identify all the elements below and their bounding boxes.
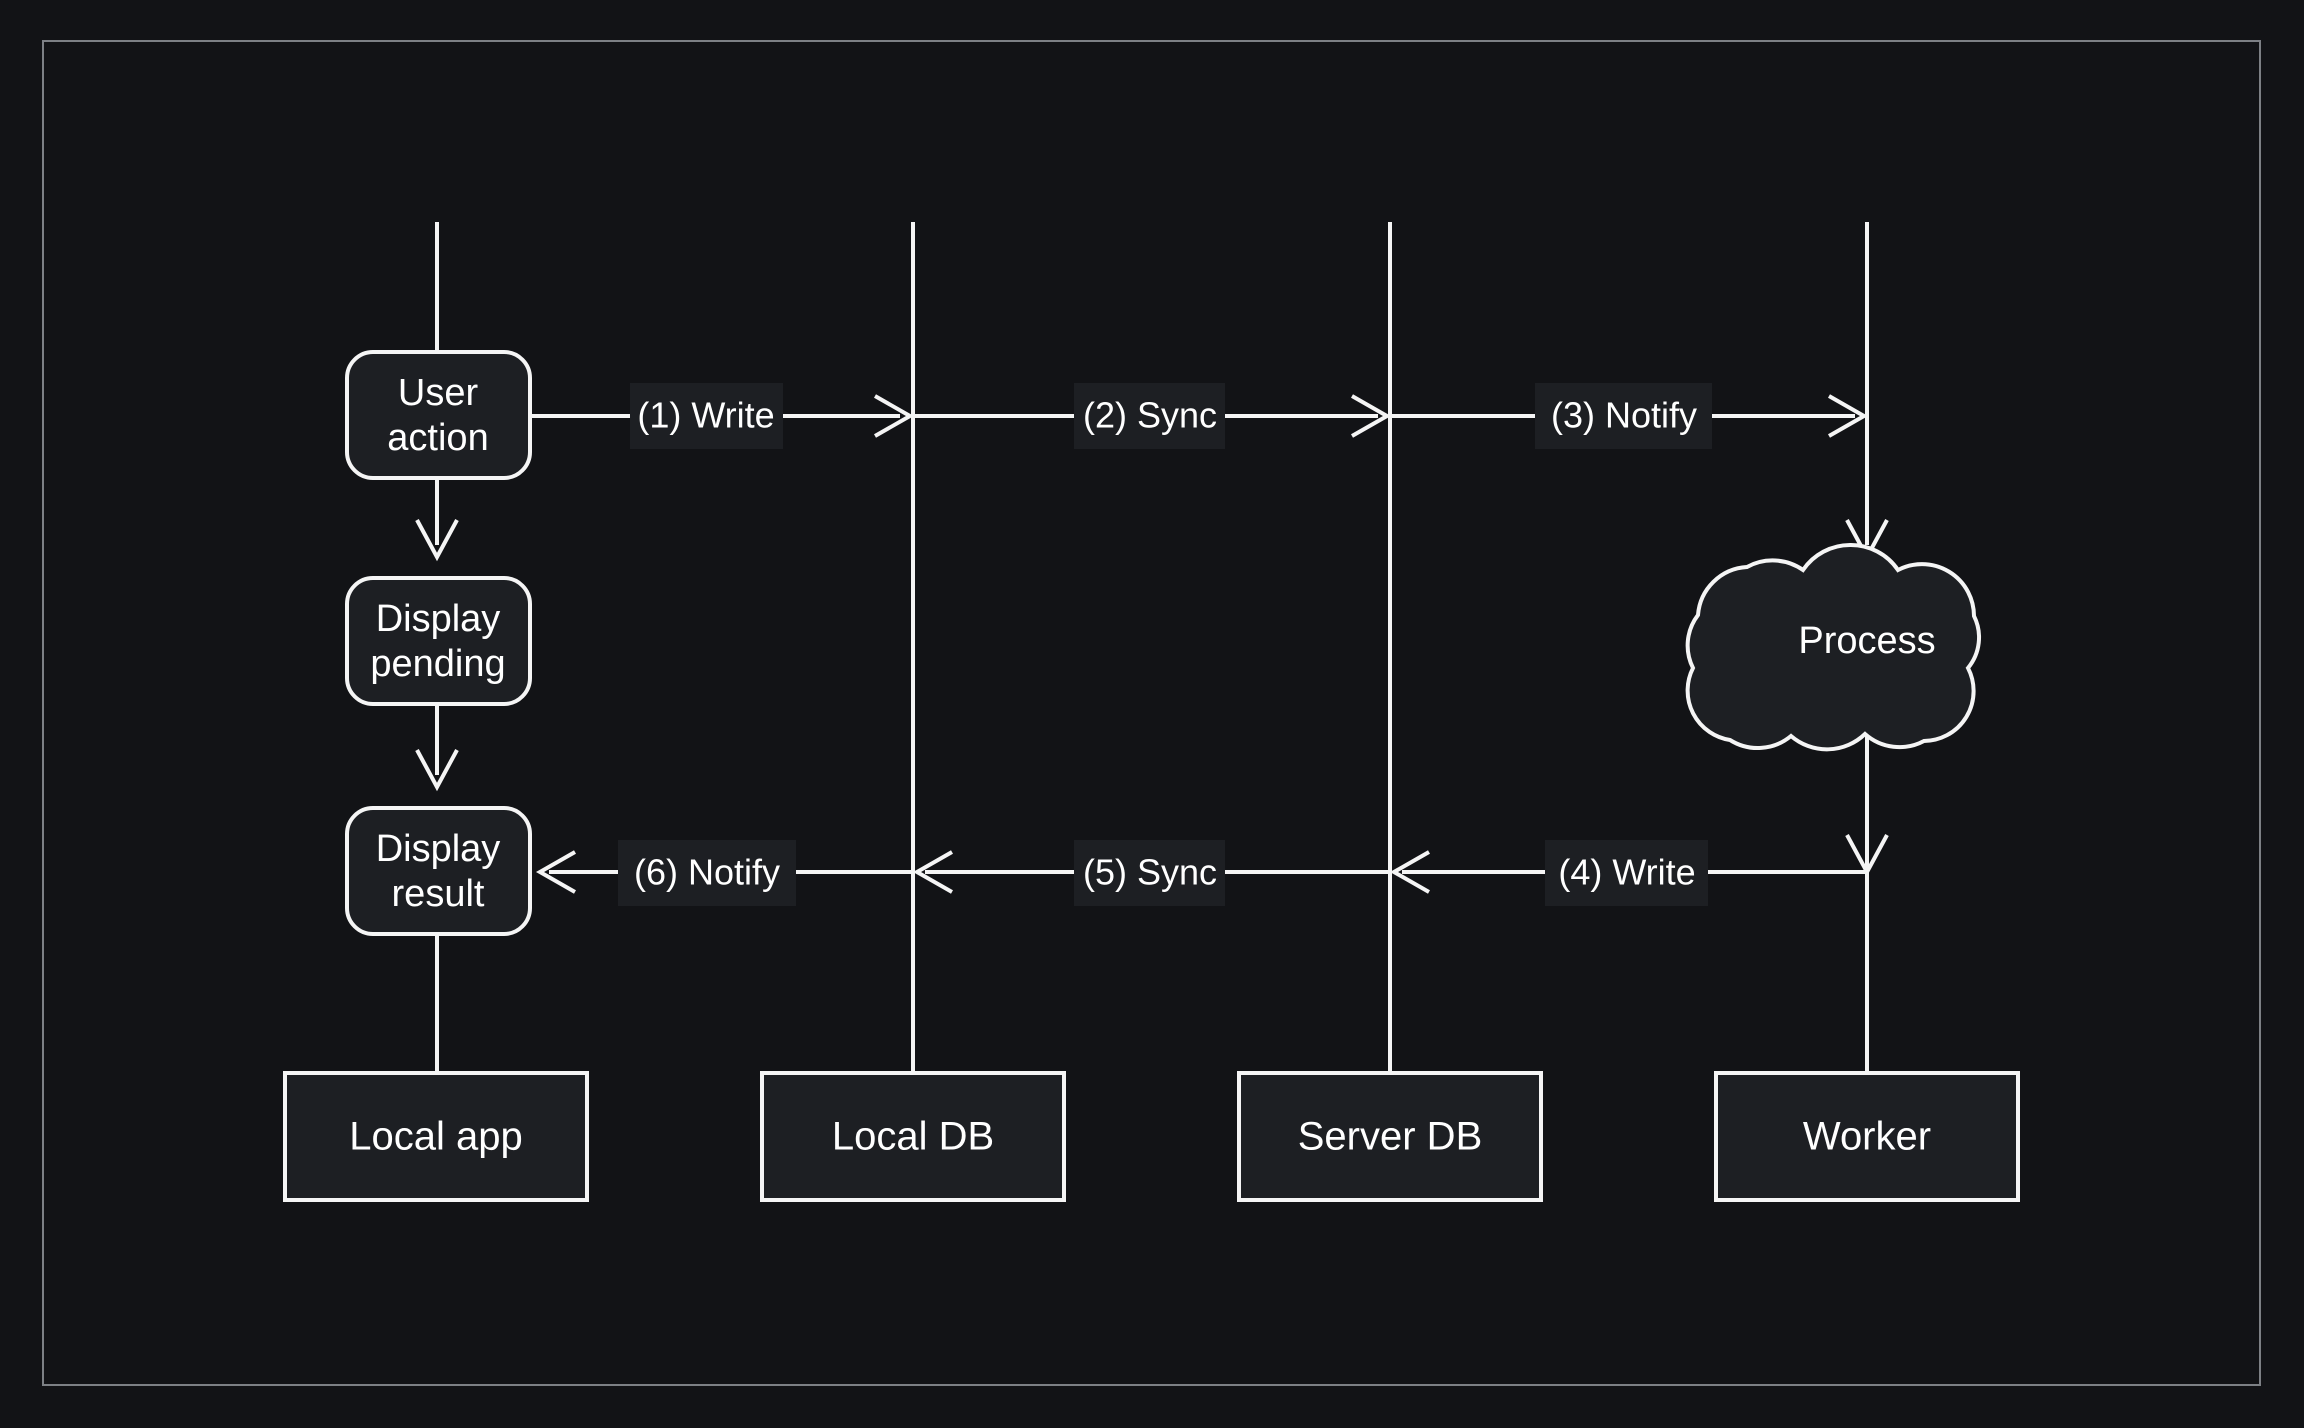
message-4-arrowhead-icon <box>1389 850 1430 894</box>
participant-worker-box <box>1714 1071 2020 1202</box>
flow-user-action-to-display-pending-arrowhead-icon <box>415 519 459 562</box>
edge-label-message-1-bg <box>630 383 783 449</box>
edge-label-message-2: (2) Sync <box>1074 383 1225 449</box>
edge-label-message-2-bg <box>1074 383 1225 449</box>
edge-label-message-1-text: (1) Write <box>637 395 774 436</box>
message-2-arrowhead-icon <box>1351 394 1392 438</box>
participant-worker[interactable]: Worker <box>1714 1071 2020 1202</box>
participant-local-db-label: Local DB <box>832 1115 994 1159</box>
node-display-result-label-line2: result <box>392 873 485 915</box>
node-display-pending-label-line2: pending <box>370 643 505 685</box>
participant-local-app-label: Local app <box>349 1115 522 1159</box>
edge-label-message-3-bg <box>1535 383 1712 449</box>
edge-label-message-2-text: (2) Sync <box>1083 395 1217 436</box>
message-6-arrowhead-icon <box>535 850 576 894</box>
node-user-action-label-line2: action <box>387 417 488 459</box>
message-5-arrowhead-icon <box>912 850 953 894</box>
node-process[interactable]: Process <box>1685 542 1982 752</box>
node-display-result-shape <box>345 806 532 936</box>
flow-display-pending-to-display-result-arrowhead-icon <box>415 749 459 792</box>
node-display-pending-label-line1: Display <box>376 598 501 640</box>
participant-server-db[interactable]: Server DB <box>1237 1071 1543 1202</box>
participant-worker-label: Worker <box>1803 1115 1931 1159</box>
edge-label-message-5: (5) Sync <box>1074 840 1225 906</box>
node-process-label: Process <box>1798 620 1935 662</box>
edge-label-message-6-bg <box>618 840 796 906</box>
edge-label-message-4: (4) Write <box>1545 840 1708 906</box>
node-display-pending[interactable]: Display pending <box>345 576 532 706</box>
participant-local-app-box <box>283 1071 589 1202</box>
edge-label-message-5-bg <box>1074 840 1225 906</box>
participant-server-db-label: Server DB <box>1298 1115 1483 1159</box>
flow-process-to-write-arrowhead-icon <box>1845 834 1889 877</box>
edge-label-message-6-text: (6) Notify <box>634 852 780 893</box>
edge-label-message-4-bg <box>1545 840 1708 906</box>
node-process-cloud-shape <box>1685 542 1982 752</box>
edge-label-message-6: (6) Notify <box>618 840 796 906</box>
participant-local-db[interactable]: Local DB <box>760 1071 1066 1202</box>
lifelines <box>435 222 1869 1073</box>
node-user-action-shape <box>345 350 532 480</box>
participant-local-db-box <box>760 1071 1066 1202</box>
node-user-action[interactable]: User action <box>345 350 532 480</box>
node-user-action-label-line1: User <box>398 372 479 414</box>
node-display-pending-shape <box>345 576 532 706</box>
edge-label-message-1: (1) Write <box>630 383 783 449</box>
participant-local-app[interactable]: Local app <box>283 1071 589 1202</box>
node-display-result[interactable]: Display result <box>345 806 532 936</box>
edge-label-message-3-text: (3) Notify <box>1551 395 1697 436</box>
edge-label-message-3: (3) Notify <box>1535 383 1712 449</box>
participant-server-db-box <box>1237 1071 1543 1202</box>
message-1-arrowhead-icon <box>874 394 915 438</box>
edge-label-message-4-text: (4) Write <box>1558 852 1695 893</box>
edge-label-message-5-text: (5) Sync <box>1083 852 1217 893</box>
node-display-result-label-line1: Display <box>376 828 501 870</box>
vertical-flows <box>415 519 1889 877</box>
message-3-arrowhead-icon <box>1828 394 1869 438</box>
